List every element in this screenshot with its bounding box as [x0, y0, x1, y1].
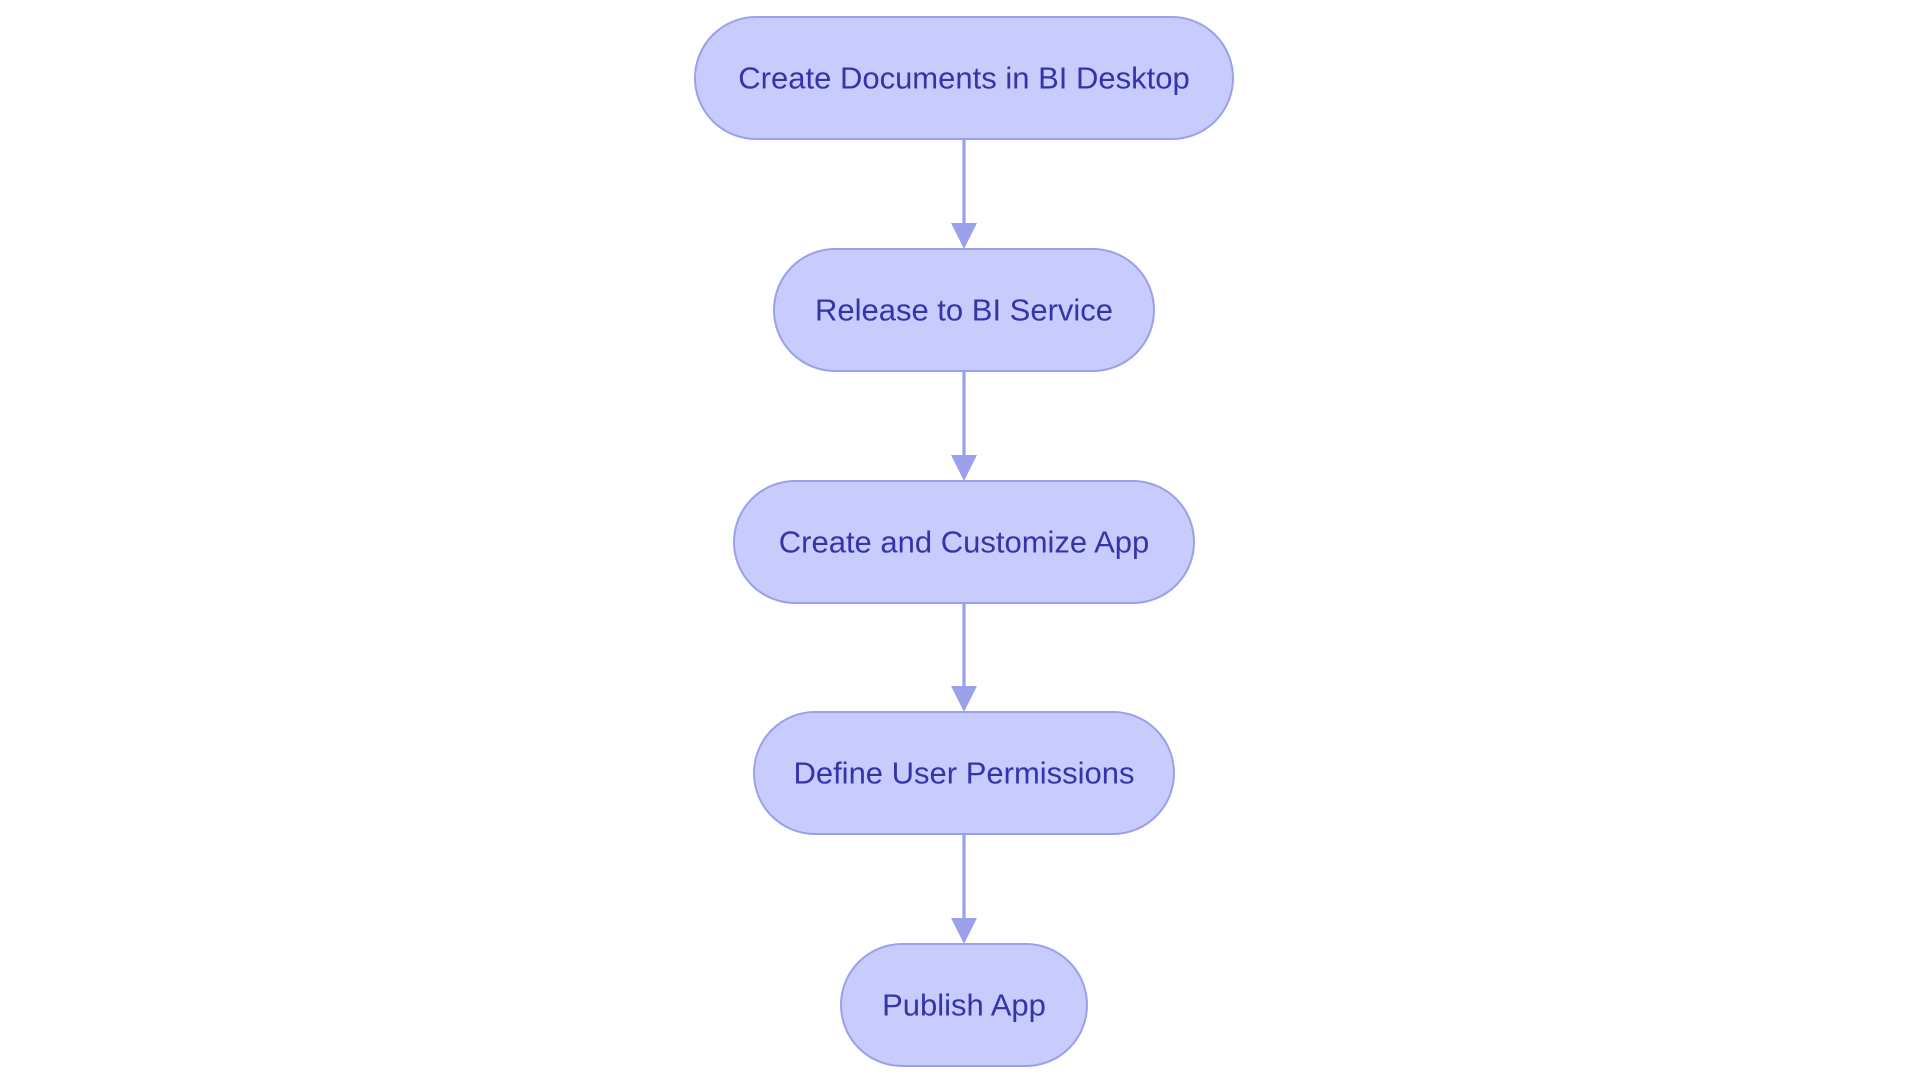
flow-node-shape — [840, 943, 1088, 1067]
flow-node-label: Release to BI Service — [815, 293, 1113, 328]
flow-node-create-documents: Create Documents in BI Desktop — [694, 16, 1234, 140]
arrow-head-icon — [951, 918, 977, 944]
flow-node-shape — [773, 248, 1155, 372]
flow-node-shape — [753, 711, 1175, 835]
arrow-head-icon — [951, 686, 977, 712]
flow-node-shape — [733, 480, 1195, 604]
flow-node-label: Create and Customize App — [779, 525, 1150, 560]
edge-define-permissions-to-publish-app — [951, 834, 977, 944]
flow-node-label: Define User Permissions — [793, 756, 1134, 791]
flow-node-publish-app: Publish App — [840, 943, 1088, 1067]
flow-node-label: Publish App — [882, 988, 1046, 1023]
edge-create-documents-to-release-service — [951, 139, 977, 249]
flow-node-shape — [694, 16, 1234, 140]
edge-create-customize-app-to-define-permissions — [951, 603, 977, 712]
flow-node-label: Create Documents in BI Desktop — [738, 61, 1189, 96]
flow-node-define-permissions: Define User Permissions — [753, 711, 1175, 835]
arrow-head-icon — [951, 223, 977, 249]
flow-node-release-service: Release to BI Service — [773, 248, 1155, 372]
flow-node-create-customize-app: Create and Customize App — [733, 480, 1195, 604]
arrow-head-icon — [951, 455, 977, 481]
edges-layer — [951, 139, 977, 944]
edge-release-service-to-create-customize-app — [951, 371, 977, 481]
